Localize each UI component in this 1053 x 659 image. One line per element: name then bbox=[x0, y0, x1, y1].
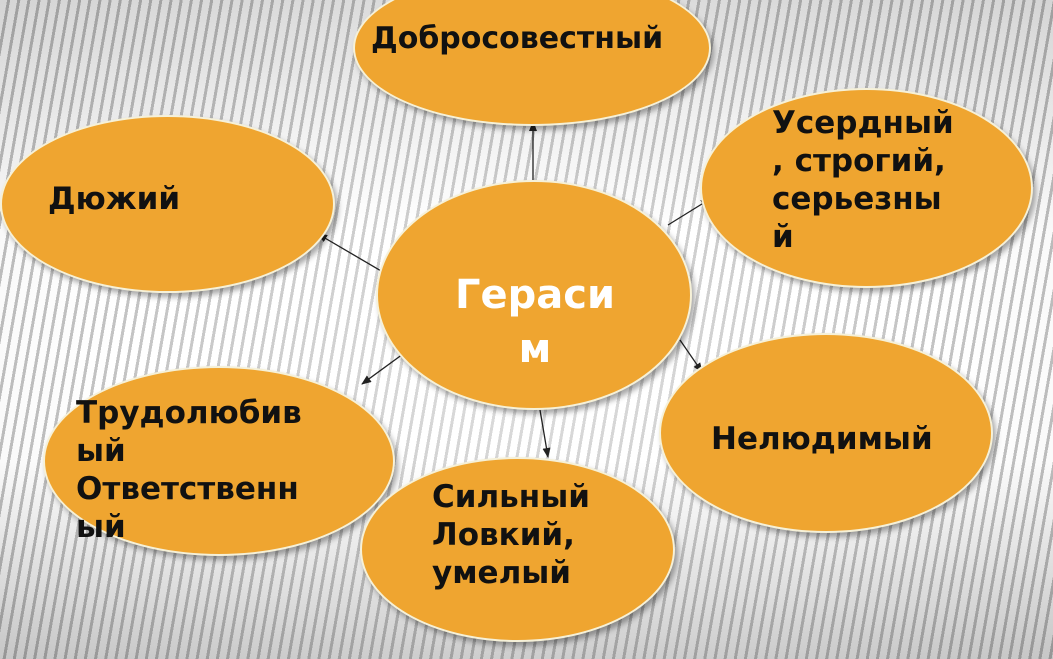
node-center-label: Гераси м bbox=[455, 272, 615, 372]
node-bottom-left bbox=[43, 366, 395, 556]
node-top-label: Добросовестный bbox=[371, 21, 664, 56]
arrow-to-left bbox=[317, 233, 389, 276]
arrow-to-bottom bbox=[539, 409, 551, 458]
node-bottom-label: Сильный Ловкий, умелый bbox=[432, 479, 590, 591]
node-left bbox=[0, 115, 335, 293]
node-center bbox=[376, 180, 692, 410]
node-right-label: Нелюдимый bbox=[711, 421, 933, 457]
node-top-right-label: Усердный , строгий, серьезны й bbox=[772, 105, 954, 255]
arrow-to-bottom-left bbox=[361, 353, 404, 385]
arrow-to-right bbox=[679, 339, 703, 373]
node-top-right bbox=[700, 88, 1033, 288]
node-right bbox=[659, 333, 993, 533]
node-left-label: Дюжий bbox=[48, 181, 181, 217]
node-bottom bbox=[360, 457, 675, 642]
node-bottom-left-label: Трудолюбив ый Ответственн ый bbox=[76, 395, 302, 545]
